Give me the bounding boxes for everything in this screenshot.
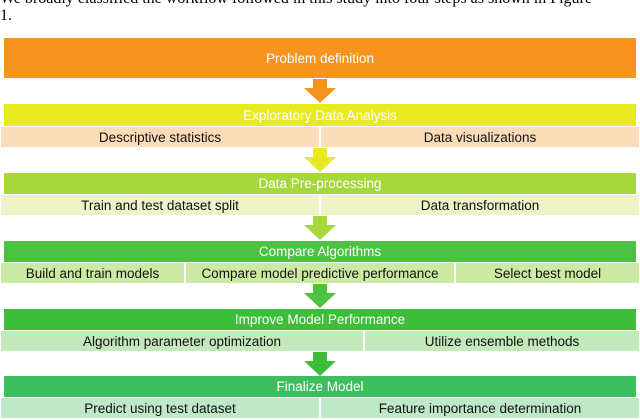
step-item: Descriptive statistics [0,126,320,148]
step-compare-algorithms: Compare Algorithms [4,241,636,262]
step-data-preprocessing: Data Pre-processing [4,173,636,194]
step-items-row: Algorithm parameter optimization Utilize… [0,330,640,352]
step-items-row: Descriptive statistics Data visualizatio… [0,126,640,148]
down-arrow-icon [304,284,336,308]
step-exploratory-data-analysis: Exploratory Data Analysis [4,104,636,126]
step-item: Select best model [455,262,640,284]
step-problem-definition: Problem definition [4,38,636,78]
step-items-row: Predict using test dataset Feature impor… [0,397,640,419]
step-items-row: Train and test dataset split Data transf… [0,194,640,216]
step-item: Algorithm parameter optimization [0,330,364,352]
down-arrow-icon [304,148,336,172]
step-items-row: Build and train models Compare model pre… [0,262,640,284]
step-item: Predict using test dataset [0,397,320,419]
step-improve-model-performance: Improve Model Performance [4,309,636,330]
down-arrow-icon [304,216,336,240]
step-item: Build and train models [0,262,185,284]
intro-text: We broadly classified the workflow follo… [0,0,592,24]
step-item: Feature importance determination [320,397,640,419]
step-item: Data transformation [320,194,640,216]
step-title: Compare Algorithms [258,244,382,259]
step-item: Compare model predictive performance [185,262,455,284]
step-title: Data Pre-processing [258,176,382,191]
step-item: Data visualizations [320,126,640,148]
step-item: Utilize ensemble methods [364,330,640,352]
down-arrow-icon [304,79,336,103]
step-finalize-model: Finalize Model [4,376,636,397]
step-title: Exploratory Data Analysis [243,107,397,123]
step-title: Problem definition [265,50,375,66]
step-item: Train and test dataset split [0,194,320,216]
step-title: Finalize Model [276,379,364,394]
down-arrow-icon [304,352,336,376]
step-title: Improve Model Performance [234,312,406,327]
